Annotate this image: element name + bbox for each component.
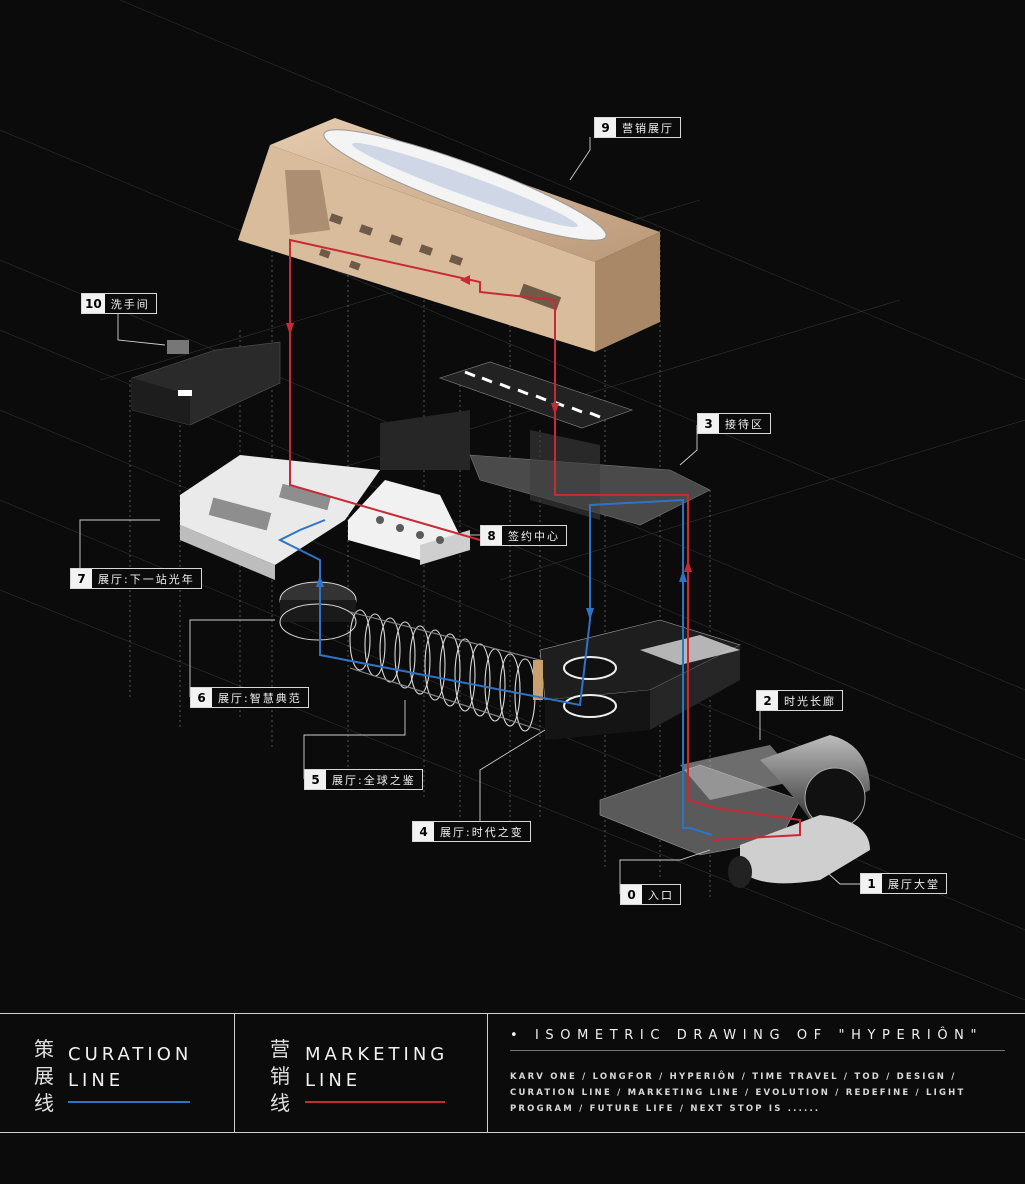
marketing-hall-model (238, 118, 660, 352)
curation-legend-swatch (68, 1101, 190, 1103)
callout-exhibition-next-stop: 7 展厅:下一站光年 (70, 568, 202, 589)
restroom-model (131, 340, 281, 426)
route-arrows (286, 275, 692, 620)
callout-label: 洗手间 (110, 297, 150, 311)
reception-model (380, 361, 711, 526)
callout-exhibition-global: 5 展厅:全球之鉴 (304, 769, 423, 790)
callout-number: 9 (595, 118, 616, 137)
callout-entrance: 0 入口 (620, 884, 681, 905)
drawing-title: • ISOMETRIC DRAWING OF "HYPERIÔN" (510, 1028, 984, 1043)
exhibition-global-model (349, 609, 541, 732)
callout-number: 8 (481, 526, 502, 545)
callout-number: 6 (191, 688, 212, 707)
callout-number: 10 (82, 294, 105, 313)
marketing-legend-swatch (305, 1101, 445, 1103)
callout-number: 1 (861, 874, 882, 893)
callout-lobby: 1 展厅大堂 (860, 873, 947, 894)
isometric-drawing (0, 0, 1025, 1000)
callout-exhibition-wisdom: 6 展厅:智慧典范 (190, 687, 309, 708)
callout-number: 0 (621, 885, 642, 904)
curation-line-path (277, 498, 713, 836)
legend-divider (234, 1014, 235, 1132)
exhibition-era-model (533, 619, 741, 740)
callout-exhibition-era: 4 展厅:时代之变 (412, 821, 531, 842)
curation-cn-label: 策展线 (34, 1037, 54, 1115)
callout-number: 4 (413, 822, 434, 841)
callout-reception: 3 接待区 (697, 413, 771, 434)
background-grid (0, 0, 1025, 1000)
exhibition-next-stop-model (180, 455, 380, 580)
title-rule (510, 1050, 1005, 1051)
marketing-cn-label: 营销线 (270, 1037, 290, 1115)
callout-signing-center: 8 签约中心 (480, 525, 567, 546)
callout-label: 接待区 (725, 417, 764, 431)
lobby-tube-model (728, 735, 870, 888)
callout-label: 时光长廊 (784, 694, 836, 708)
leader-lines (79, 137, 860, 894)
callout-number: 7 (71, 569, 92, 588)
keywords-line-3: PROGRAM / FUTURE LIFE / NEXT STOP IS ...… (510, 1104, 821, 1114)
callout-label: 入口 (648, 888, 674, 902)
callout-label: 展厅:下一站光年 (98, 572, 195, 586)
keywords-line-1: KARV ONE / LONGFOR / HYPERIÔN / TIME TRA… (510, 1072, 957, 1082)
callout-number: 5 (305, 770, 326, 789)
callout-label: 展厅:全球之鉴 (332, 773, 416, 787)
projection-lines (129, 150, 711, 900)
callout-time-corridor: 2 时光长廊 (756, 690, 843, 711)
callout-number: 2 (757, 691, 778, 710)
callout-label: 展厅:时代之变 (440, 825, 524, 839)
callout-label: 签约中心 (508, 529, 560, 543)
callout-label: 营销展厅 (622, 121, 674, 135)
callout-label: 展厅大堂 (888, 877, 940, 891)
legend-divider (487, 1014, 488, 1132)
keywords-line-2: CURATION LINE / MARKETING LINE / EVOLUTI… (510, 1088, 966, 1098)
exhibition-wisdom-model (279, 581, 357, 641)
marketing-line-path (289, 238, 801, 841)
callout-label: 展厅:智慧典范 (218, 691, 302, 705)
signing-center-model (348, 480, 470, 565)
callout-restroom: 10 洗手间 (81, 293, 157, 314)
callout-number: 3 (698, 414, 719, 433)
callout-marketing-hall: 9 营销展厅 (594, 117, 681, 138)
